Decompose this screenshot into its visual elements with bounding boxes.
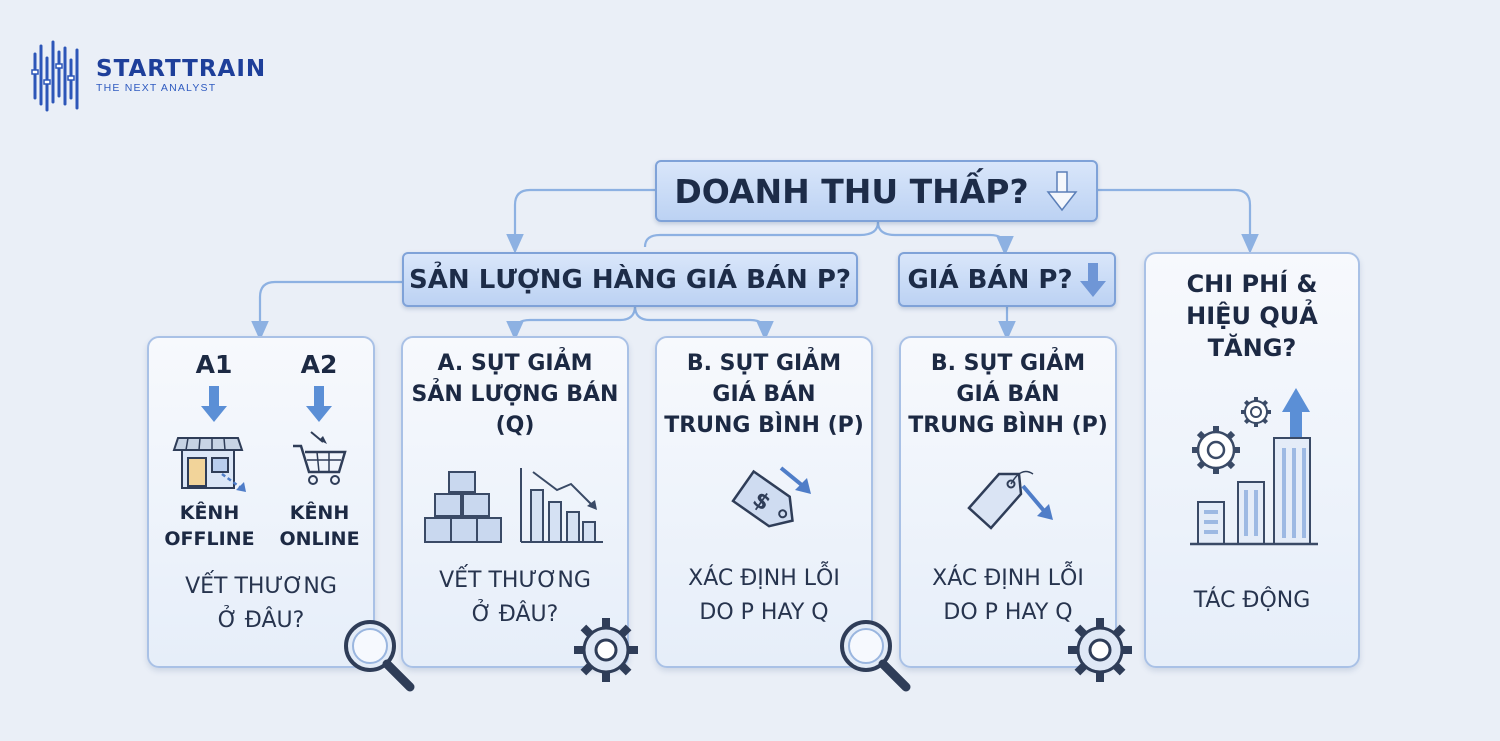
root-node-label: DOANH THU THẤP?	[674, 171, 1029, 211]
volume-price-node-box: SẢN LƯỢNG HÀNG GIÁ BÁN P?	[402, 252, 858, 307]
cost-efficiency-footer: TÁC ĐỘNG	[1193, 588, 1311, 613]
volume-drop-title: A. SỤT GIẢM SẢN LƯỢNG BÁN (Q)	[411, 351, 619, 438]
price-tag-dollar-icon: $	[731, 466, 811, 528]
price-drop-footer-2: XÁC ĐỊNH LỖI DO P HAY Q	[932, 566, 1084, 625]
arrow-down-icon	[201, 386, 227, 422]
label-a2: A2	[300, 350, 338, 379]
brand-logo: STARTTRAIN THE NEXT ANALYST	[30, 40, 300, 115]
label-online-channel: KÊNH ONLINE	[279, 502, 360, 550]
arrow-down-icon	[306, 386, 332, 422]
price-node-box: GIÁ BÁN P?	[898, 252, 1116, 307]
price-node-label: GIÁ BÁN P?	[907, 264, 1073, 295]
stacked-boxes-icon	[424, 471, 502, 543]
label-a1: A1	[195, 350, 233, 379]
brand-name: STARTTRAIN	[96, 56, 267, 82]
declining-bar-chart-icon	[520, 468, 603, 543]
cost-efficiency-card: CHI PHÍ & HIỆU QUẢ TĂNG?	[1144, 252, 1360, 668]
volume-drop-card: A. SỤT GIẢM SẢN LƯỢNG BÁN (Q) VẾT THƯƠNG…	[401, 336, 629, 668]
volume-price-node-label: SẢN LƯỢNG HÀNG GIÁ BÁN P?	[409, 264, 851, 295]
label-offline-channel: KÊNH OFFLINE	[164, 502, 255, 550]
price-drop-footer-1: XÁC ĐỊNH LỖI DO P HAY Q	[688, 566, 840, 625]
equalizer-logo-icon	[31, 40, 79, 112]
brand-tagline: THE NEXT ANALYST	[96, 82, 217, 94]
arrow-down-icon	[1046, 171, 1078, 212]
city-growth-icon	[1190, 388, 1318, 546]
root-node-box: DOANH THU THẤP?	[655, 160, 1098, 222]
cost-efficiency-title: CHI PHÍ & HIỆU QUẢ TĂNG?	[1186, 270, 1318, 362]
gear-icon	[1068, 618, 1132, 682]
storefront-icon	[172, 437, 246, 492]
channels-footer: VẾT THƯƠNG Ở ĐÂU?	[185, 574, 337, 633]
volume-drop-footer: VẾT THƯƠNG Ở ĐÂU?	[439, 568, 591, 627]
gear-icon	[574, 618, 638, 682]
price-drop-card-1: B. SỤT GIẢM GIÁ BÁN TRUNG BÌNH (P) $ XÁC…	[655, 336, 873, 668]
price-drop-card-2: B. SỤT GIẢM GIÁ BÁN TRUNG BÌNH (P) XÁC Đ…	[899, 336, 1117, 668]
magnifier-icon	[344, 620, 415, 692]
magnifier-icon	[840, 620, 911, 692]
price-drop-title-2: B. SỤT GIẢM GIÁ BÁN TRUNG BÌNH (P)	[908, 351, 1108, 438]
shopping-cart-icon	[293, 431, 347, 485]
channels-card: A1 A2 KÊNH OFFLINE KÊNH ONLINE VẾT THƯƠN…	[147, 336, 375, 668]
price-tag-icon	[967, 470, 1053, 530]
price-drop-title-1: B. SỤT GIẢM GIÁ BÁN TRUNG BÌNH (P)	[664, 351, 864, 438]
arrow-down-icon	[1079, 262, 1106, 297]
